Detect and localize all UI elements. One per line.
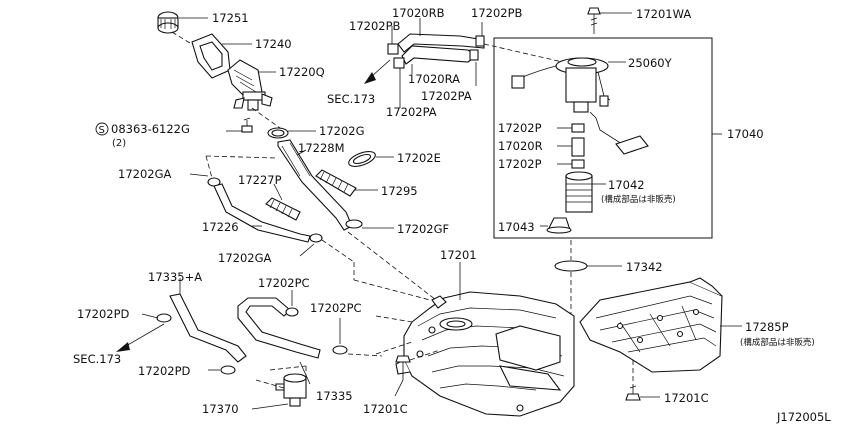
label-17202PB-right: 17202PB	[471, 6, 523, 20]
label-25060Y: 25060Y	[628, 56, 673, 70]
tank-bolt-left[interactable]	[395, 355, 411, 380]
label-17335A: 17335+A	[148, 270, 202, 284]
clamp-17202pd-top[interactable]	[156, 313, 172, 323]
label-17227P: 17227P	[238, 173, 282, 187]
hose-clamp-17202ga-bottom[interactable]	[309, 233, 323, 243]
clamp-17202pc-left[interactable]	[285, 307, 299, 317]
label-17202E: 17202E	[397, 151, 441, 165]
label-17202P-bottom: 17202P	[498, 157, 542, 171]
label-17202P-top: 17202P	[498, 121, 542, 135]
filler-gasket[interactable]	[191, 33, 231, 79]
label-17226: 17226	[202, 220, 239, 234]
label-17228M: 17228M	[298, 141, 345, 155]
label-17202PD-top: 17202PD	[77, 307, 130, 321]
evap-hose-17335[interactable]	[237, 297, 321, 359]
filler-tube[interactable]	[277, 139, 353, 231]
label-17295: 17295	[381, 184, 418, 198]
label-17202PA-right: 17202PA	[421, 89, 472, 103]
label-17202PA-bottom: 17202PA	[386, 105, 437, 119]
clamp-17202pc-right[interactable]	[332, 345, 348, 355]
hose-clamp-17202e[interactable]	[347, 149, 377, 170]
clamp-17202pd-bottom[interactable]	[220, 365, 236, 375]
label-sec173-top: SEC.173	[327, 92, 375, 106]
clip-17202p-bottom[interactable]	[571, 159, 585, 169]
label-17370: 17370	[202, 402, 239, 416]
label-17335: 17335	[316, 389, 353, 403]
label-17020R: 17020R	[498, 139, 543, 153]
label-17202PB-left: 17202PB	[349, 19, 401, 33]
label-17202G: 17202G	[319, 124, 365, 138]
clip-17202pb-right[interactable]	[469, 35, 485, 61]
label-08363-6122G: 08363-6122G	[111, 122, 190, 136]
s-circle-icon: S	[95, 122, 109, 136]
label-17201WA: 17201WA	[636, 7, 691, 21]
arrow-to-sec173-bottom	[116, 323, 165, 352]
breather-hose-17227p[interactable]	[265, 197, 301, 221]
arrow-to-sec173-top	[364, 59, 391, 84]
shield-bolt-right[interactable]	[625, 384, 641, 401]
clip-17202p-top[interactable]	[571, 123, 585, 133]
fuel-pump-bolt[interactable]	[587, 7, 601, 34]
label-17202PD-bottom: 17202PD	[138, 364, 191, 378]
label-17240: 17240	[255, 37, 292, 51]
clip-17202pb-left[interactable]	[387, 43, 405, 69]
hose-17020r[interactable]	[571, 137, 585, 157]
label-17285P: 17285P	[745, 320, 789, 334]
fuel-tank-17201[interactable]	[395, 291, 575, 417]
label-17043: 17043	[498, 220, 535, 234]
hose-clamp-17202g[interactable]	[267, 127, 289, 139]
label-17285P-note: (構成部品は非販売)	[740, 337, 815, 348]
label-17020RA: 17020RA	[408, 72, 460, 86]
label-17042: 17042	[608, 178, 645, 192]
filler-neck-screw[interactable]	[241, 117, 253, 133]
drawing-code: J172005L	[776, 410, 831, 424]
fuel-pump-sender[interactable]	[511, 57, 649, 155]
label-08363-qty: (2)	[112, 138, 126, 149]
label-17202GF: 17202GF	[397, 222, 449, 236]
evap-valve-17370[interactable]	[275, 373, 307, 407]
svg-text:S: S	[99, 125, 105, 136]
filler-neck[interactable]	[227, 59, 273, 111]
label-17202PC-right: 17202PC	[310, 301, 362, 315]
heat-shield-17285p[interactable]	[579, 277, 723, 373]
label-sec173-bottom: SEC.173	[73, 352, 121, 366]
label-17201C-right: 17201C	[664, 391, 709, 405]
label-17251: 17251	[212, 11, 249, 25]
fuel-pump-assembly-box	[493, 37, 713, 239]
strainer-17043[interactable]	[546, 217, 572, 234]
label-17342: 17342	[626, 260, 663, 274]
label-17201: 17201	[440, 248, 477, 262]
filler-hose-17295[interactable]	[315, 169, 357, 197]
label-17042-note: (構成部品は非販売)	[601, 194, 676, 205]
evap-hose-17335a[interactable]	[169, 293, 247, 363]
label-17202GA-bottom: 17202GA	[218, 251, 271, 265]
label-17220Q: 17220Q	[279, 65, 325, 79]
label-17040: 17040	[727, 127, 764, 141]
label-17202GA-top: 17202GA	[118, 167, 171, 181]
fuel-filter-17042[interactable]	[565, 171, 593, 213]
hose-clamp-17202gf[interactable]	[345, 219, 363, 229]
breather-tube-17226[interactable]	[213, 183, 311, 243]
fuel-filler-cap[interactable]	[157, 11, 179, 34]
label-17020RB: 17020RB	[392, 6, 445, 20]
vent-tube-17020rb[interactable]	[397, 33, 485, 65]
label-17202PC-left: 17202PC	[258, 276, 310, 290]
pump-gasket-17342[interactable]	[554, 260, 588, 272]
label-17201C-left: 17201C	[363, 402, 408, 416]
